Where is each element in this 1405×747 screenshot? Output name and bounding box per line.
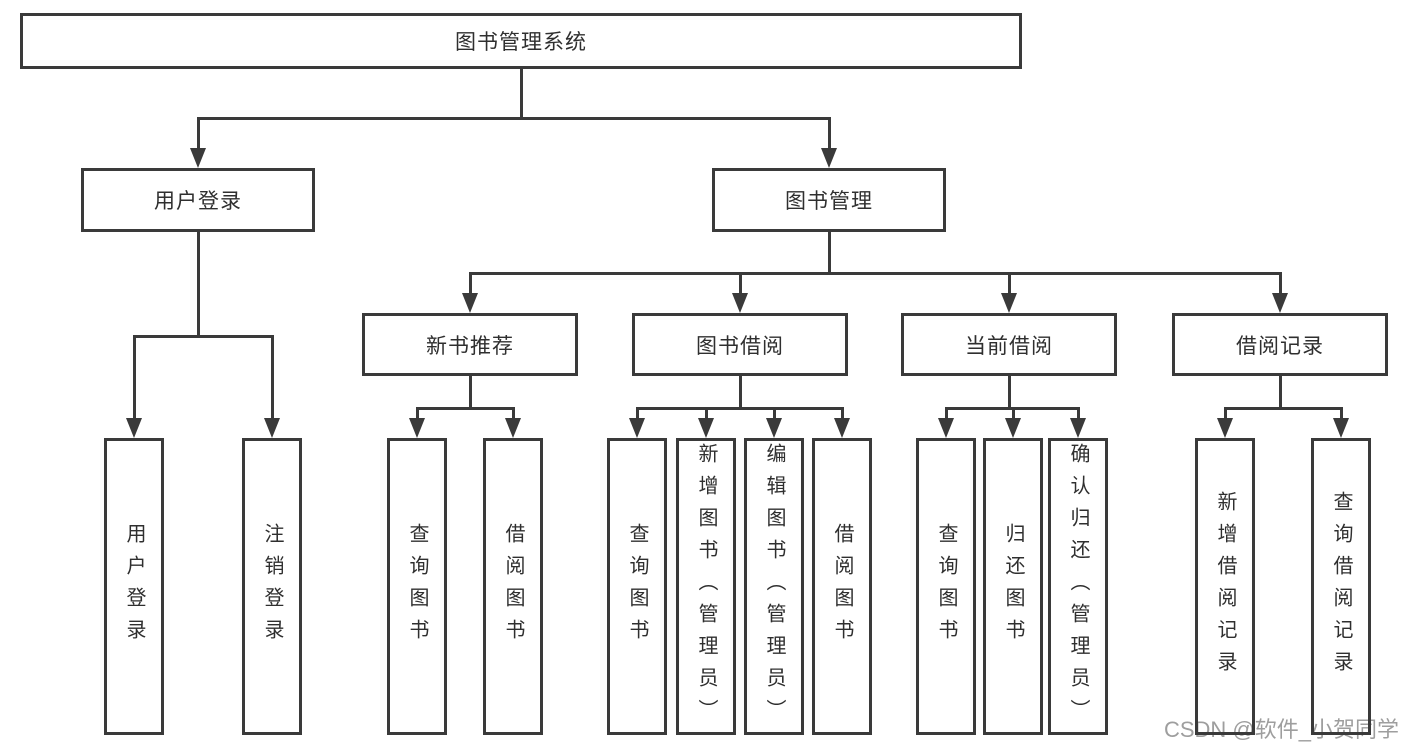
connector-line	[196, 232, 200, 337]
arrowhead-icon	[462, 293, 478, 313]
connector-line	[827, 232, 831, 274]
arrowhead-icon	[1070, 418, 1086, 438]
arrowhead-icon	[938, 418, 954, 438]
connector-line	[635, 406, 844, 410]
connector-line	[772, 407, 776, 419]
node-new-book-recommendation: 新书推荐	[362, 313, 578, 376]
arrowhead-icon	[1333, 418, 1349, 438]
arrowhead-icon	[1272, 293, 1288, 313]
connector-line	[827, 117, 831, 150]
leaf-query-borrowing-record: 查询借阅记录	[1311, 438, 1371, 735]
arrowhead-icon	[1001, 293, 1017, 313]
connector-line	[635, 407, 639, 419]
leaf-borrow-books: 借阅图书	[483, 438, 543, 735]
connector-line	[840, 407, 844, 419]
node-borrowing-records: 借阅记录	[1172, 313, 1388, 376]
connector-line	[1278, 376, 1282, 409]
leaf-confirm-return-admin: 确认归还（管理员）	[1048, 438, 1108, 735]
leaf-query-books: 查询图书	[607, 438, 667, 735]
arrowhead-icon	[1005, 418, 1021, 438]
connector-line	[132, 335, 136, 419]
connector-line	[468, 271, 1282, 275]
connector-line	[1007, 272, 1011, 294]
leaf-user-login: 用户登录	[104, 438, 164, 735]
leaf-add-borrowing-record: 新增借阅记录	[1195, 438, 1255, 735]
arrowhead-icon	[190, 148, 206, 168]
connector-line	[1339, 407, 1343, 419]
connector-line	[270, 335, 274, 419]
connector-line	[738, 376, 742, 409]
connector-line	[415, 406, 515, 410]
leaf-query-books: 查询图书	[387, 438, 447, 735]
leaf-borrow-books: 借阅图书	[812, 438, 872, 735]
node-current-borrowing: 当前借阅	[901, 313, 1117, 376]
arrowhead-icon	[126, 418, 142, 438]
arrowhead-icon	[732, 293, 748, 313]
connector-line	[415, 407, 419, 419]
connector-line	[738, 272, 742, 294]
arrowhead-icon	[629, 418, 645, 438]
connector-line	[1011, 407, 1015, 419]
connector-line	[1278, 272, 1282, 294]
connector-line	[132, 334, 274, 338]
connector-line	[944, 407, 948, 419]
connector-line	[704, 407, 708, 419]
connector-line	[511, 407, 515, 419]
node-library-management-system: 图书管理系统	[20, 13, 1022, 69]
arrowhead-icon	[834, 418, 850, 438]
connector-line	[519, 69, 523, 119]
leaf-logout: 注销登录	[242, 438, 302, 735]
node-user-login: 用户登录	[81, 168, 315, 232]
leaf-edit-books-admin: 编辑图书（管理员）	[744, 438, 804, 735]
arrowhead-icon	[766, 418, 782, 438]
connector-line	[1223, 406, 1343, 410]
connector-line	[1223, 407, 1227, 419]
connector-line	[196, 117, 200, 150]
connector-line	[468, 272, 472, 294]
arrowhead-icon	[409, 418, 425, 438]
connector-line	[468, 376, 472, 409]
leaf-add-books-admin: 新增图书（管理员）	[676, 438, 736, 735]
node-book-management: 图书管理	[712, 168, 946, 232]
leaf-return-books: 归还图书	[983, 438, 1043, 735]
arrowhead-icon	[821, 148, 837, 168]
arrowhead-icon	[505, 418, 521, 438]
node-book-borrowing: 图书借阅	[632, 313, 848, 376]
leaf-query-books: 查询图书	[916, 438, 976, 735]
arrowhead-icon	[264, 418, 280, 438]
connector-line	[944, 406, 1080, 410]
connector-line	[1007, 376, 1011, 409]
arrowhead-icon	[1217, 418, 1233, 438]
arrowhead-icon	[698, 418, 714, 438]
connector-line	[196, 116, 831, 120]
connector-line	[1076, 407, 1080, 419]
watermark: CSDN @软件_小贺同学	[1163, 717, 1399, 742]
